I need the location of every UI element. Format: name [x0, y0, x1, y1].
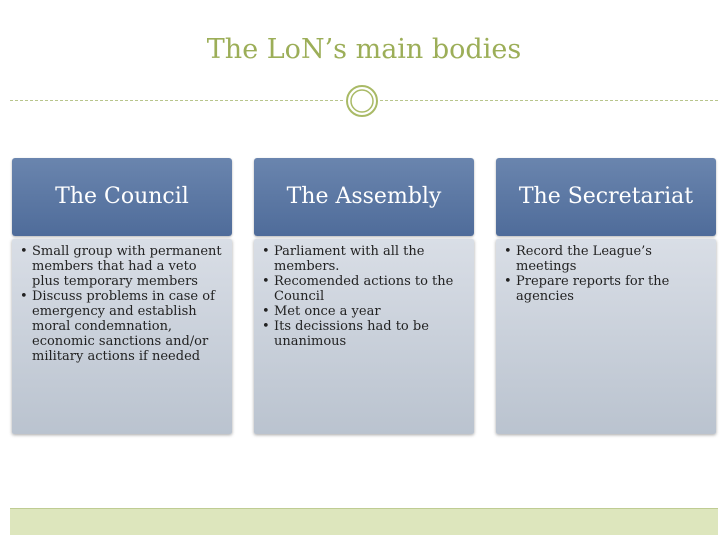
slide-title: The LoN’s main bodies [206, 34, 522, 65]
bullet-list: Record the League’s meetings Prepare rep… [500, 244, 710, 304]
footer-band [10, 508, 718, 535]
bullet-item: Parliament with all the members. [258, 244, 468, 274]
bullet-item: Met once a year [258, 304, 468, 319]
bullet-list: Parliament with all the members. Recomen… [258, 244, 468, 349]
column-body: Parliament with all the members. Recomen… [254, 239, 474, 434]
bullet-item: Record the League’s meetings [500, 244, 710, 274]
column-secretariat: The Secretariat Record the League’s meet… [496, 158, 716, 434]
bullet-item: Small group with permanent members that … [16, 244, 226, 289]
column-council: The Council Small group with permanent m… [12, 158, 232, 434]
column-header: The Council [12, 158, 232, 236]
circle-ornament-icon [345, 84, 379, 118]
column-header: The Secretariat [496, 158, 716, 236]
bullet-list: Small group with permanent members that … [16, 244, 226, 364]
bullet-item: Recomended actions to the Council [258, 274, 468, 304]
column-header: The Assembly [254, 158, 474, 236]
bullet-item: Prepare reports for the agencies [500, 274, 710, 304]
bullet-item: Discuss problems in case of emergency an… [16, 289, 226, 364]
column-header-label: The Council [55, 184, 189, 209]
column-assembly: The Assembly Parliament with all the mem… [254, 158, 474, 434]
column-body: Small group with permanent members that … [12, 239, 232, 434]
bullet-item: Its decissions had to be unanimous [258, 319, 468, 349]
column-header-label: The Assembly [286, 184, 442, 209]
column-body: Record the League’s meetings Prepare rep… [496, 239, 716, 434]
column-header-label: The Secretariat [518, 184, 694, 209]
